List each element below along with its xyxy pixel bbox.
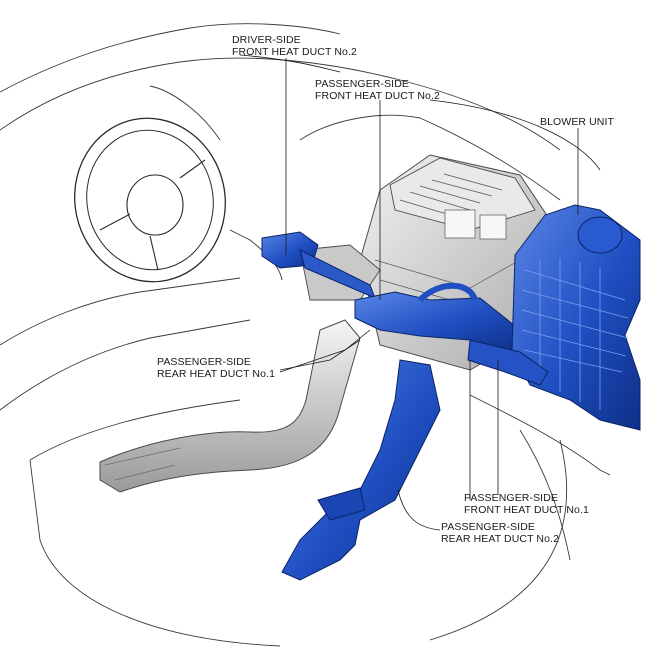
callout-passenger-rear-heat-duct-no1: PASSENGER-SIDE REAR HEAT DUCT No.1 [157,356,275,380]
callout-blower-unit: BLOWER UNIT [540,116,614,128]
callout-passenger-rear-heat-duct-no2: PASSENGER-SIDE REAR HEAT DUCT No.2 [441,521,559,545]
callout-line: PASSENGER-SIDE [441,521,535,533]
callout-line: FRONT HEAT DUCT No.2 [315,90,440,102]
callout-line: REAR HEAT DUCT No.1 [157,368,276,380]
callout-line: REAR HEAT DUCT No.2 [441,533,560,545]
callout-line: FRONT HEAT DUCT No.1 [464,504,589,516]
blue-ducts [261,204,641,581]
callout-line: PASSENGER-SIDE [464,492,558,504]
callout-driver-front-heat-duct-no2: DRIVER-SIDE FRONT HEAT DUCT No.2 [232,34,357,58]
callout-passenger-front-heat-duct-no1: PASSENGER-SIDE FRONT HEAT DUCT No.1 [464,492,589,516]
steering-wheel [74,117,226,283]
leader-lines [239,54,601,531]
callout-line: PASSENGER-SIDE [157,356,251,368]
callout-line: FRONT HEAT DUCT No.2 [232,46,357,58]
callout-line: BLOWER UNIT [540,116,615,128]
callout-line: DRIVER-SIDE [232,34,301,46]
dashboard-outline [0,23,611,647]
callout-line: PASSENGER-SIDE [315,78,409,90]
callout-passenger-front-heat-duct-no2: PASSENGER-SIDE FRONT HEAT DUCT No.2 [315,78,440,102]
